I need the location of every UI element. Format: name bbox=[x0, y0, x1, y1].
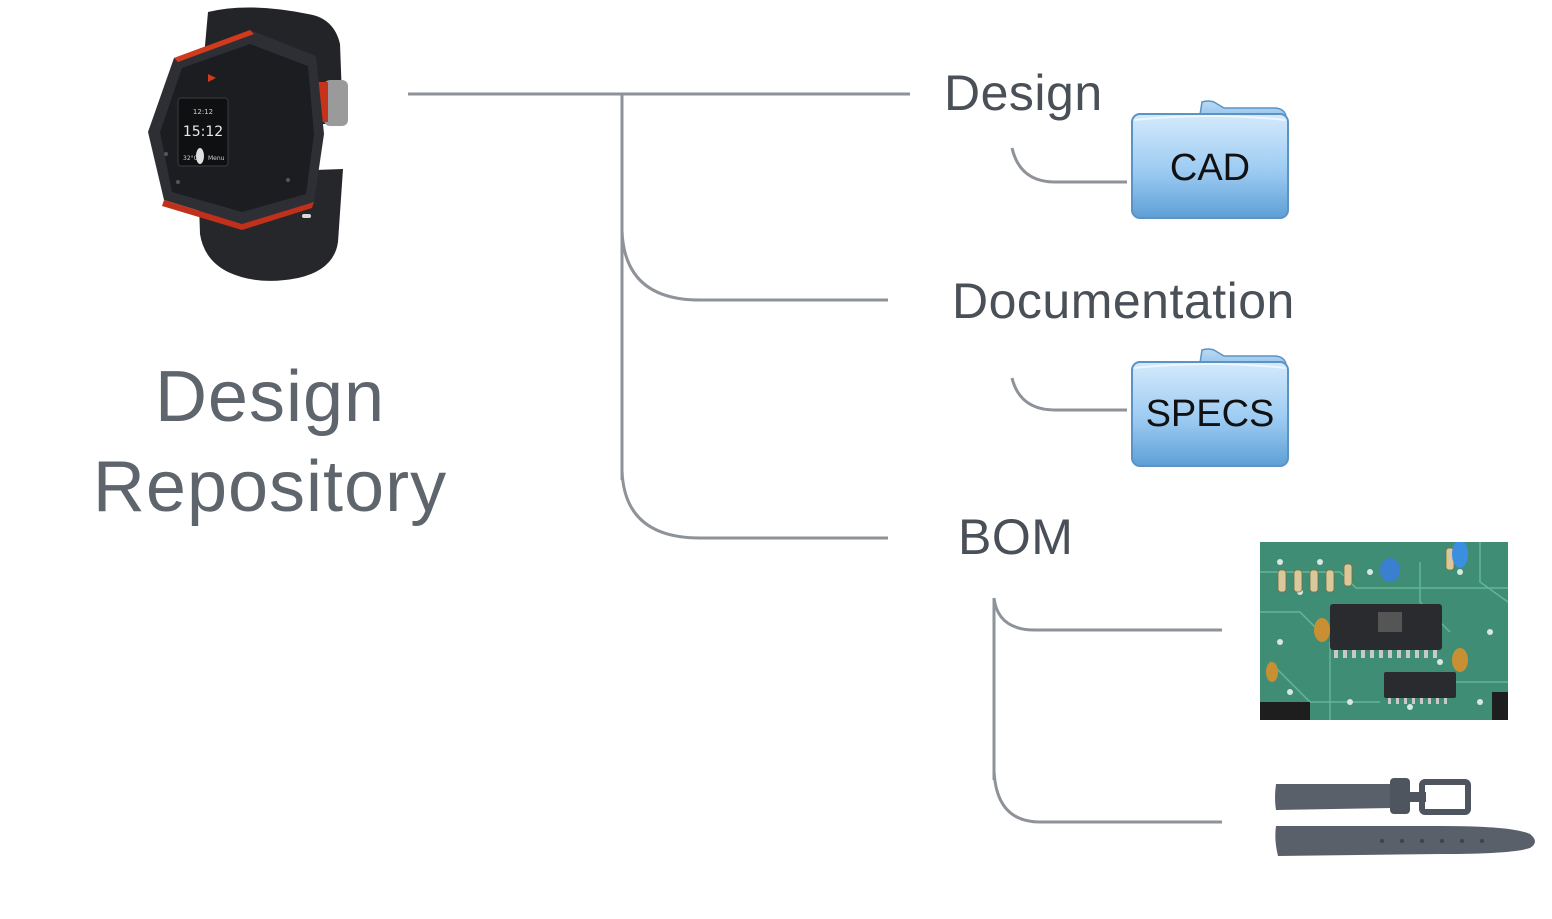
connector-bom bbox=[620, 469, 888, 540]
specs-folder-icon: SPECS bbox=[1131, 348, 1289, 467]
circuit-board-image bbox=[1260, 542, 1508, 720]
repository-title-line1: Design bbox=[154, 357, 386, 437]
connector-documentation bbox=[620, 229, 888, 302]
cad-folder-label: CAD bbox=[1170, 147, 1250, 189]
repository-title-line2: Repository bbox=[92, 447, 448, 527]
svg-text:12:12: 12:12 bbox=[193, 108, 213, 116]
specs-folder-label: SPECS bbox=[1146, 393, 1275, 435]
connector-documentation-specs bbox=[1010, 377, 1127, 412]
cad-folder-icon: CAD bbox=[1131, 100, 1289, 219]
watch-strap-image bbox=[1275, 778, 1535, 856]
watch-temp: 32°C bbox=[183, 155, 198, 162]
repository-title: Design Repository bbox=[60, 352, 480, 532]
connector-bom-strap bbox=[992, 769, 1222, 824]
connector-design-cad bbox=[1010, 147, 1127, 184]
watch-menu: Menu bbox=[208, 155, 225, 162]
node-label-documentation: Documentation bbox=[952, 273, 1295, 329]
connector-bom-pcb bbox=[992, 597, 1222, 632]
node-label-design: Design bbox=[944, 65, 1103, 121]
node-label-bom: BOM bbox=[958, 509, 1074, 565]
watch-time: 15:12 bbox=[183, 124, 223, 140]
smartwatch-image: 12:12 15:12 32°C Menu bbox=[148, 7, 348, 281]
